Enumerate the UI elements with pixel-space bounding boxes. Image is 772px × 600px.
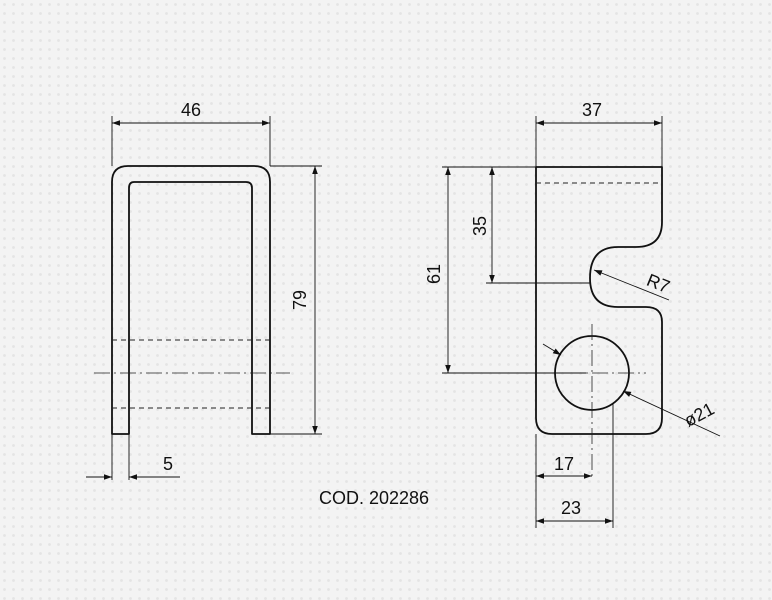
dim-text-17: 17 xyxy=(554,454,574,474)
leader-diameter-arrow xyxy=(542,343,562,356)
dim-text-46: 46 xyxy=(181,100,201,120)
dim-text-35: 35 xyxy=(470,216,490,236)
dim-text-79: 79 xyxy=(290,290,310,310)
plate-outline xyxy=(535,166,663,435)
dim-text-5: 5 xyxy=(163,454,173,474)
leader-diameter xyxy=(622,390,721,437)
dim-text-r7: R7 xyxy=(644,270,673,297)
dim-text-37: 37 xyxy=(582,100,602,120)
leader-r7 xyxy=(593,269,670,301)
dim-text-diameter: ø21 xyxy=(681,399,718,431)
dim-text-61: 61 xyxy=(424,264,444,284)
u-bracket-outline xyxy=(111,165,271,435)
part-code: COD. 202286 xyxy=(319,488,429,508)
dim-text-23: 23 xyxy=(561,498,581,518)
front-view: 46 79 5 xyxy=(86,100,322,480)
side-view: 37 61 35 R7 ø21 17 23 xyxy=(424,100,721,528)
